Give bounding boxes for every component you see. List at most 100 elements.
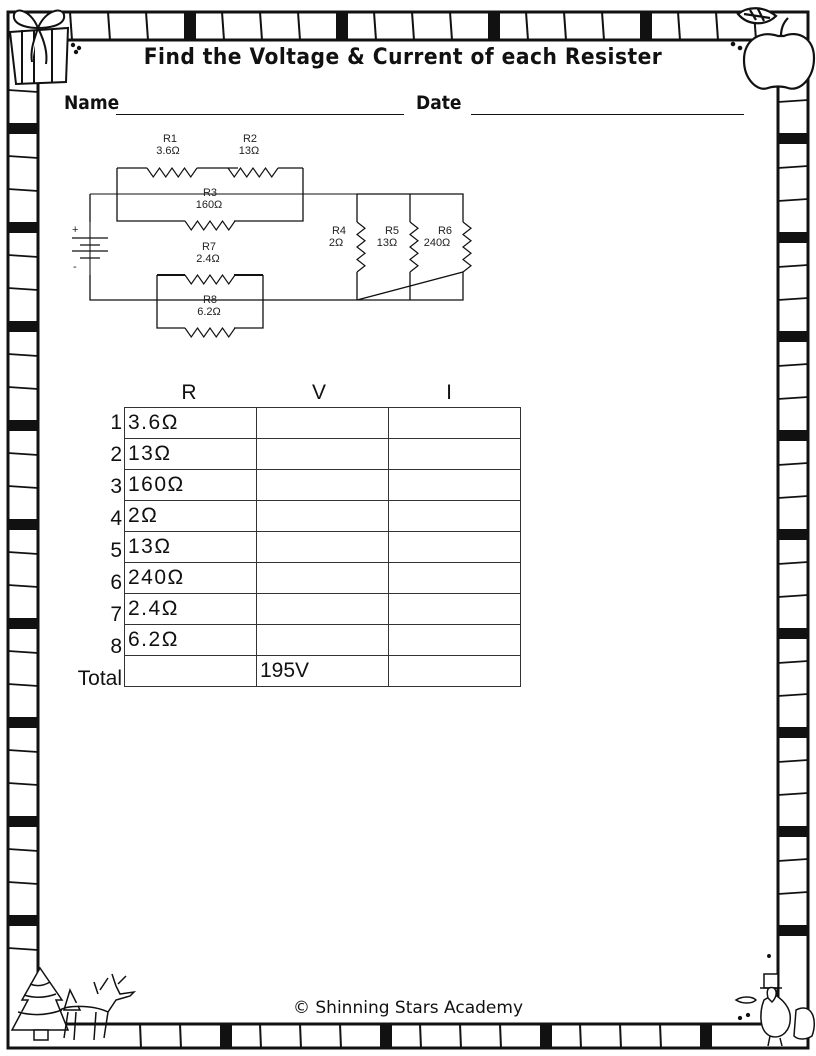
r5-resistor-symbol bbox=[409, 221, 419, 273]
table-row: 2Ω bbox=[124, 500, 521, 532]
border-stripe bbox=[8, 222, 38, 233]
christmas-tree-reindeer-icon bbox=[10, 966, 137, 1041]
r2-label: R2 bbox=[243, 133, 257, 145]
border-stripe bbox=[8, 618, 38, 629]
row-label: 3 bbox=[110, 475, 122, 498]
cell-r bbox=[124, 655, 257, 687]
cell-i[interactable] bbox=[388, 500, 521, 532]
border-stripe bbox=[8, 816, 38, 827]
row-label: Total bbox=[77, 667, 122, 690]
r1-resistor-symbol bbox=[146, 166, 198, 179]
border-stripe bbox=[778, 232, 808, 243]
r7-label: R7 bbox=[202, 241, 216, 253]
battery-plus: + bbox=[72, 224, 78, 236]
r4-value: 2Ω bbox=[329, 237, 343, 249]
pilgrim-turkey-icon bbox=[734, 954, 816, 1047]
border-stripe bbox=[778, 133, 808, 144]
cell-v[interactable] bbox=[256, 407, 389, 439]
cell-i[interactable] bbox=[388, 531, 521, 563]
cell-r: 2.4Ω bbox=[124, 593, 257, 625]
column-header-r: R bbox=[181, 381, 197, 404]
column-header-v: V bbox=[311, 381, 326, 404]
cell-i[interactable] bbox=[388, 593, 521, 625]
r7-resistor-symbol bbox=[184, 273, 236, 286]
cell-i[interactable] bbox=[388, 655, 521, 687]
border-stripe bbox=[8, 420, 38, 431]
border-stripe bbox=[778, 826, 808, 837]
cell-r: 3.6Ω bbox=[124, 407, 257, 439]
row-label: 7 bbox=[110, 603, 122, 626]
r8-resistor-symbol bbox=[184, 326, 236, 339]
border-stripe bbox=[778, 925, 808, 936]
row-label: 2 bbox=[110, 443, 122, 466]
apple-icon bbox=[730, 7, 816, 90]
border-stripe bbox=[640, 12, 652, 40]
border-stripe bbox=[336, 12, 348, 40]
cell-r: 6.2Ω bbox=[124, 624, 257, 656]
r3-value: 160Ω bbox=[196, 199, 223, 211]
circuit-diagram: + - R1 3.6Ω R2 13Ω R3 160Ω R4 2Ω R5 13Ω … bbox=[72, 133, 472, 339]
cell-v[interactable] bbox=[256, 624, 389, 656]
cell-i[interactable] bbox=[388, 562, 521, 594]
row-label: 5 bbox=[110, 539, 122, 562]
table-row: 195V bbox=[124, 655, 521, 687]
r6-resistor-symbol bbox=[462, 221, 472, 273]
border-stripe bbox=[778, 628, 808, 639]
cell-v[interactable] bbox=[256, 500, 389, 532]
border-stripe bbox=[8, 915, 38, 926]
date-label: Date bbox=[416, 92, 462, 114]
border-stripe bbox=[778, 430, 808, 441]
name-input-line[interactable] bbox=[116, 114, 404, 115]
border-stripe bbox=[220, 1024, 232, 1048]
table-row: 3.6Ω bbox=[124, 407, 521, 439]
table-row: 13Ω bbox=[124, 438, 521, 470]
gift-box-icon bbox=[8, 9, 82, 86]
row-label: 4 bbox=[110, 507, 122, 530]
cell-i[interactable] bbox=[388, 624, 521, 656]
cell-v[interactable] bbox=[256, 562, 389, 594]
r8-value: 6.2Ω bbox=[197, 306, 221, 318]
border-stripe bbox=[8, 321, 38, 332]
r1-label: R1 bbox=[163, 133, 177, 145]
border-stripes bbox=[6, 10, 810, 1050]
cell-v[interactable] bbox=[256, 593, 389, 625]
border-stripe bbox=[778, 727, 808, 738]
battery-icon bbox=[72, 222, 108, 275]
r5-label: R5 bbox=[385, 225, 399, 237]
row-label: 6 bbox=[110, 571, 122, 594]
date-input-line[interactable] bbox=[471, 114, 744, 115]
cell-r: 13Ω bbox=[124, 531, 257, 563]
name-label: Name bbox=[64, 92, 120, 114]
cell-i[interactable] bbox=[388, 469, 521, 501]
r5-value: 13Ω bbox=[377, 237, 397, 249]
table-row: 6.2Ω bbox=[124, 624, 521, 656]
border-stripe bbox=[380, 1024, 392, 1048]
r1-value: 3.6Ω bbox=[156, 145, 180, 157]
cell-i[interactable] bbox=[388, 407, 521, 439]
border-stripe bbox=[184, 12, 196, 40]
cell-r: 2Ω bbox=[124, 500, 257, 532]
cell-v[interactable] bbox=[256, 469, 389, 501]
border-stripe bbox=[8, 519, 38, 530]
border-stripe bbox=[778, 529, 808, 540]
r2-resistor-symbol bbox=[227, 166, 279, 179]
column-header-i: I bbox=[446, 381, 452, 404]
border-stripe bbox=[700, 1024, 712, 1048]
cell-v[interactable] bbox=[256, 531, 389, 563]
wire-left-bottom bbox=[89, 194, 357, 301]
row-label: 8 bbox=[110, 635, 122, 658]
cell-i[interactable] bbox=[388, 438, 521, 470]
cell-v[interactable]: 195V bbox=[256, 655, 389, 687]
cell-v[interactable] bbox=[256, 438, 389, 470]
border-stripe bbox=[778, 331, 808, 342]
battery-minus: - bbox=[73, 261, 77, 273]
border-stripe bbox=[8, 123, 38, 134]
r2-value: 13Ω bbox=[239, 145, 259, 157]
table-row: 240Ω bbox=[124, 562, 521, 594]
r4-resistor-symbol bbox=[356, 221, 366, 273]
border-stripe bbox=[488, 12, 500, 40]
r6-value: 240Ω bbox=[424, 237, 451, 249]
r8-label: R8 bbox=[203, 294, 217, 306]
